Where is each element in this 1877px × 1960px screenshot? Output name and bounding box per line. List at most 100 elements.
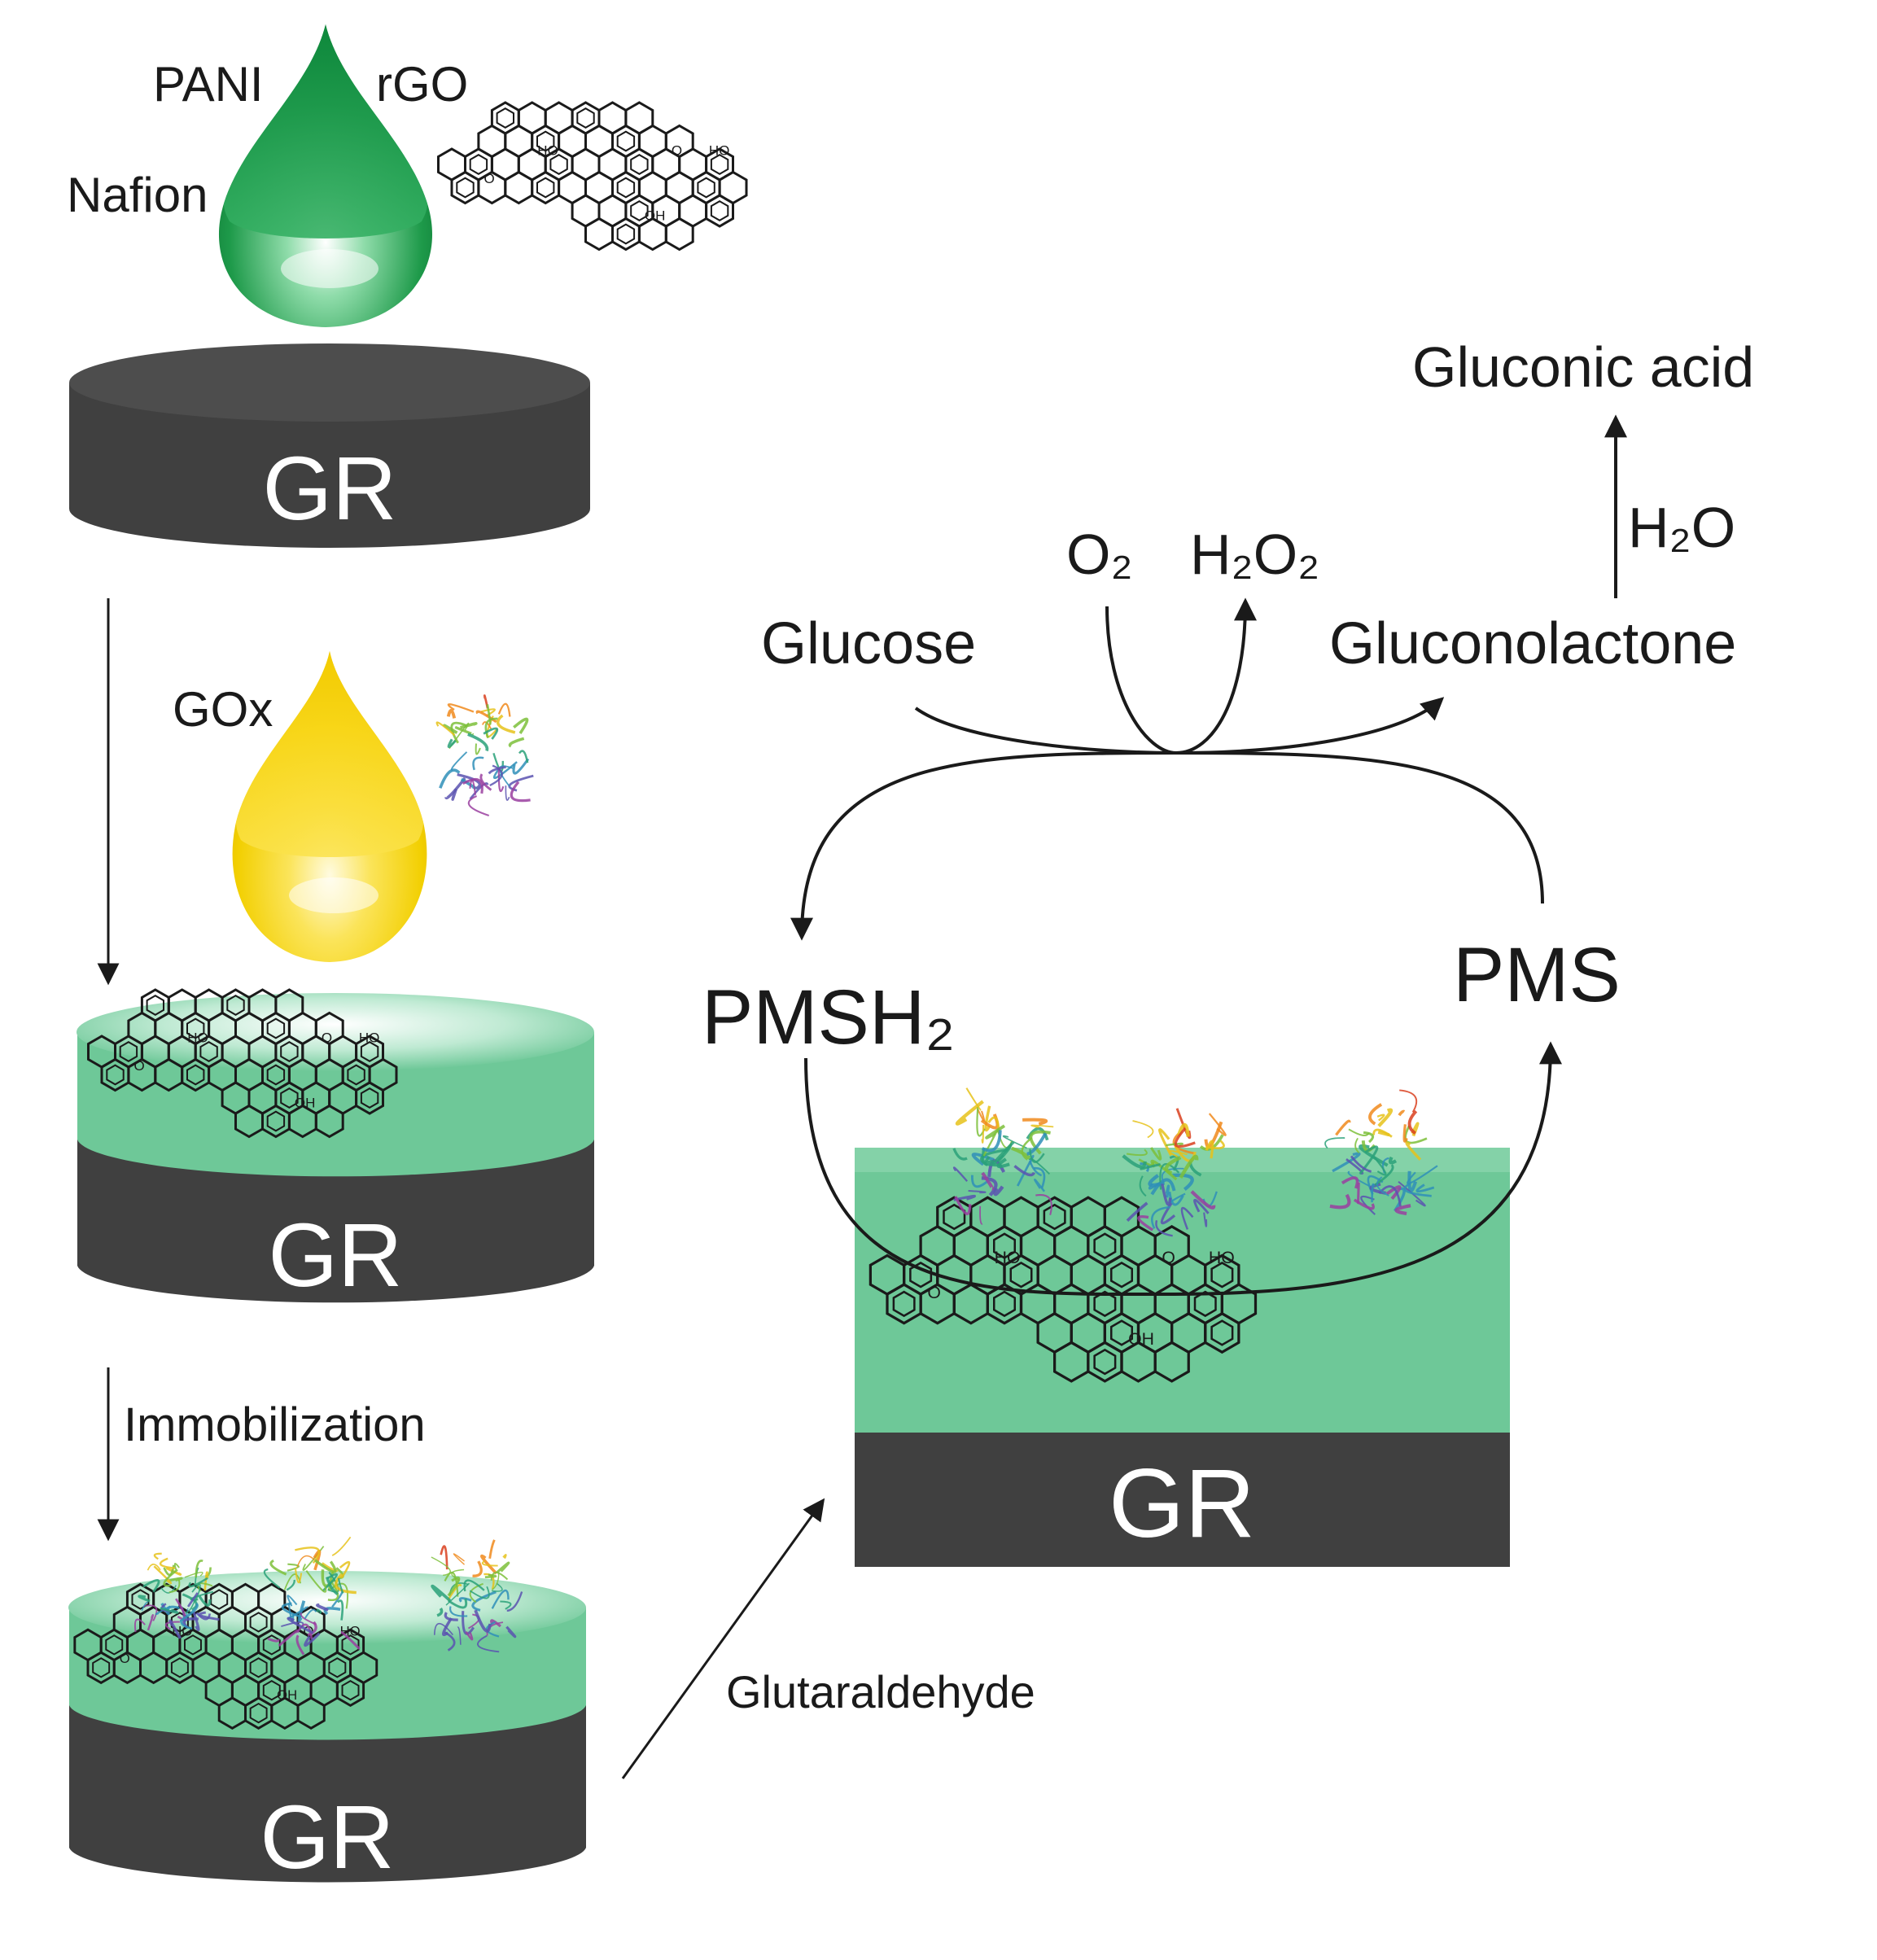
- enzyme-ribbon: [304, 1608, 317, 1619]
- enzyme-ribbon: [472, 756, 484, 771]
- enzyme-ribbon: [491, 1572, 500, 1591]
- enzyme-ribbon: [1132, 1120, 1154, 1139]
- enzyme-ribbon: [1363, 1131, 1375, 1144]
- enzyme-ribbon: [1205, 1140, 1225, 1149]
- functional-group-label: O: [672, 143, 682, 159]
- enzyme-ribbon: [1148, 1174, 1166, 1188]
- enzyme-ribbon: [469, 1586, 490, 1599]
- electrode-1: GR: [69, 343, 590, 548]
- enzyme-ribbon: [1166, 1142, 1184, 1147]
- enzyme-ribbon: [489, 764, 503, 787]
- enzyme-ribbon: [335, 1573, 357, 1595]
- enzyme-ribbon: [1165, 1184, 1170, 1198]
- enzyme-ribbon: [1029, 1160, 1043, 1177]
- enzyme-ribbon: [435, 721, 456, 737]
- enzyme-ribbon: [316, 1603, 329, 1612]
- enzyme-ribbon: [1354, 1137, 1360, 1154]
- enzyme-ribbon: [331, 1536, 352, 1556]
- enzyme-ribbon: [1164, 1155, 1182, 1175]
- enzyme-ribbon: [968, 1189, 987, 1194]
- enzyme-ribbon: [491, 1589, 510, 1609]
- enzyme-ribbon: [134, 1618, 146, 1633]
- enzyme-ribbon: [467, 795, 490, 816]
- enzyme-ribbon: [981, 1124, 985, 1144]
- enzyme-ribbon: [287, 1563, 300, 1572]
- enzyme-ribbon: [953, 1194, 977, 1201]
- functional-group-label: HO: [995, 1248, 1021, 1267]
- lower-loop-arrow: [804, 1041, 1562, 1297]
- enzyme-ribbon: [153, 1565, 173, 1585]
- enzyme-ribbon: [447, 738, 457, 749]
- enzyme-ribbon: [483, 727, 499, 740]
- green-drop: [218, 24, 433, 327]
- enzyme-ribbon: [1341, 1176, 1359, 1189]
- enzyme-ribbon: [985, 1124, 1006, 1140]
- pms-label: PMS: [1453, 932, 1621, 1018]
- enzyme-ribbon: [484, 717, 498, 739]
- enzyme-ribbon: [1158, 1128, 1173, 1157]
- enzyme-ribbon: [1155, 1220, 1173, 1237]
- electrode-2-label: GR: [269, 1205, 403, 1306]
- enzyme-ribbon: [443, 724, 458, 734]
- functional-group-label: OH: [1128, 1329, 1154, 1349]
- enzyme-ribbon: [984, 1105, 991, 1132]
- enzyme-ribbon: [1126, 1148, 1148, 1157]
- enzyme-ribbon: [287, 1595, 298, 1607]
- enzyme-ribbon: [465, 1631, 474, 1641]
- enzyme-ribbon: [508, 737, 525, 748]
- enzyme-ribbon: [445, 1582, 470, 1606]
- functional-group-label: HO: [1209, 1248, 1235, 1267]
- enzyme-ribbon: [147, 1564, 161, 1571]
- enzyme-ribbon: [500, 1600, 512, 1610]
- enzyme-ribbon: [1029, 1148, 1045, 1163]
- enzyme-ribbon: [496, 714, 516, 734]
- enzyme-ribbon: [493, 761, 518, 779]
- enzyme-ribbon: [179, 1619, 193, 1630]
- enzyme-ribbon: [294, 1568, 303, 1584]
- functional-group-label: HO: [537, 143, 558, 159]
- enzyme-ribbon: [449, 1606, 468, 1617]
- enzyme-ribbon: [463, 1579, 485, 1592]
- glucose-label: Glucose: [761, 611, 976, 676]
- enzyme-ribbon: [287, 1617, 314, 1634]
- enzyme-ribbon: [327, 1582, 339, 1602]
- enzyme-ribbon: [295, 1634, 305, 1656]
- enzyme-ribbon: [490, 1571, 509, 1581]
- enzyme-ribbon: [168, 1619, 182, 1639]
- enzyme-ribbon: [506, 1591, 523, 1612]
- enzyme-ribbon: [488, 1539, 496, 1560]
- functional-group-label: O: [120, 1651, 130, 1666]
- enzyme-ribbon: [439, 768, 461, 789]
- enzyme-ribbon: [447, 703, 475, 713]
- enzyme-ribbon: [497, 702, 511, 717]
- enzyme-ribbon: [446, 709, 457, 719]
- glutaraldehyde-label: Glutaraldehyde: [726, 1666, 1035, 1717]
- enzyme-ribbon: [981, 1130, 1002, 1153]
- enzyme-ribbon: [1360, 1195, 1376, 1215]
- enzyme-ribbon: [458, 1597, 472, 1603]
- enzyme-ribbon: [1022, 1118, 1048, 1126]
- gluconolactone-label: Gluconolactone: [1329, 611, 1736, 676]
- enzyme-ribbon: [1026, 1132, 1048, 1156]
- enzyme-ribbon: [165, 1566, 182, 1576]
- enzyme-ribbon: [1003, 1135, 1027, 1149]
- enzyme-ribbon: [1371, 1183, 1376, 1203]
- enzyme-ribbon: [1140, 1163, 1161, 1170]
- enzyme-ribbon: [954, 1196, 972, 1215]
- enzyme-ribbon: [518, 750, 529, 763]
- enzyme-ribbon: [474, 1609, 492, 1633]
- enzyme-ribbon: [1403, 1182, 1432, 1197]
- enzyme-ribbon: [431, 1556, 451, 1577]
- gox-enzyme-icon: [435, 694, 534, 816]
- enzyme-ribbon: [155, 1605, 171, 1616]
- enzyme-ribbon: [1377, 1130, 1390, 1137]
- enzyme-ribbon: [1174, 1127, 1196, 1148]
- enzyme-ribbon: [462, 777, 483, 794]
- enzyme-ribbon: [142, 1579, 160, 1593]
- enzyme-ribbon: [1168, 1191, 1184, 1206]
- enzyme-icon: [263, 1536, 361, 1656]
- enzyme-ribbon: [492, 1582, 503, 1592]
